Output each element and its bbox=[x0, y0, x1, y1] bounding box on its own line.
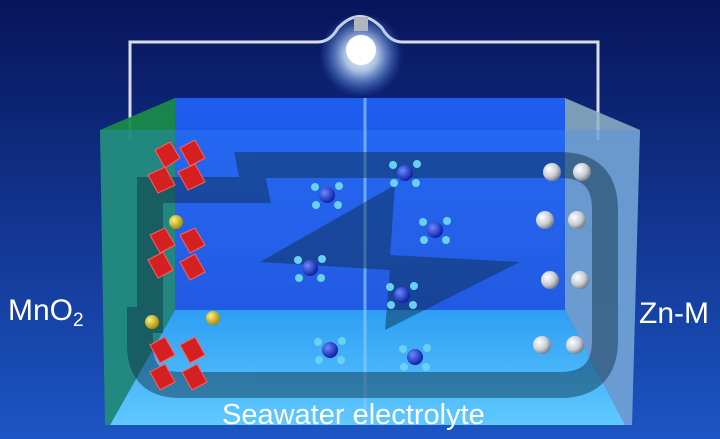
front-wall bbox=[100, 130, 640, 425]
light-bulb-icon bbox=[319, 13, 403, 97]
anode-label: Zn-M bbox=[639, 297, 709, 330]
hydrated-cations bbox=[294, 160, 451, 371]
cathode-label: MnO2 bbox=[8, 294, 84, 331]
zn-ions bbox=[145, 215, 220, 329]
mno2-octahedra bbox=[147, 139, 208, 391]
back-wall bbox=[175, 98, 565, 310]
zn-anode-atoms bbox=[533, 163, 591, 354]
floor-electrolyte bbox=[110, 310, 625, 425]
electrolyte-label: Seawater electrolyte bbox=[222, 399, 485, 431]
